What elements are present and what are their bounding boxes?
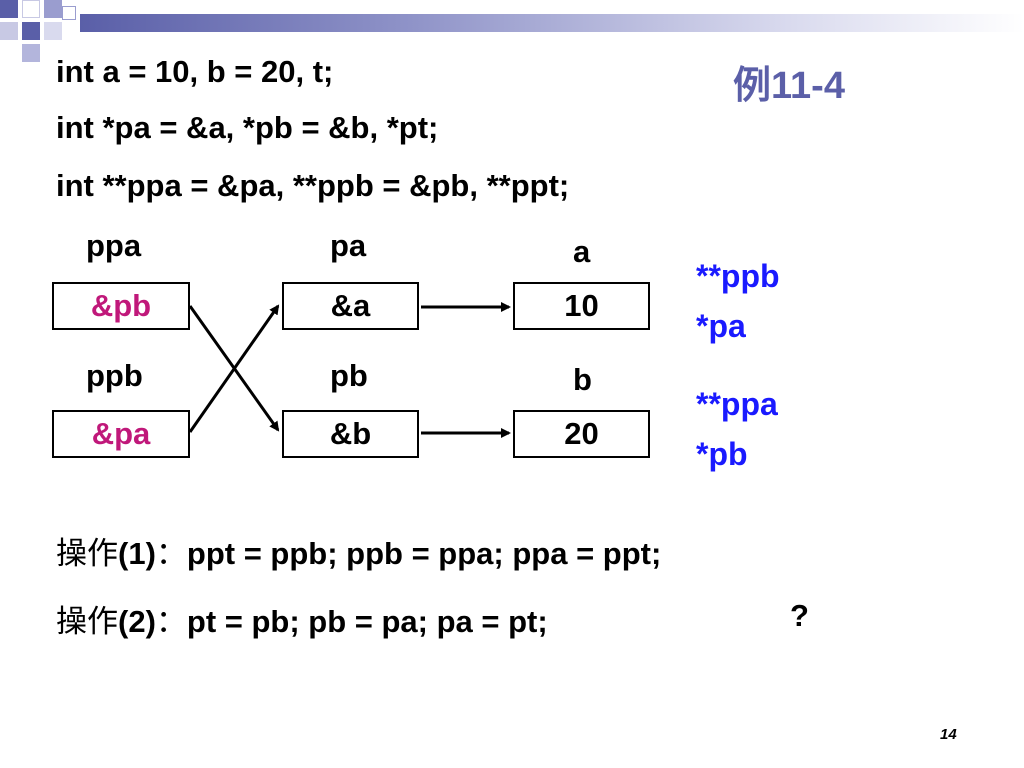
note-bottom-line-1: **ppa: [696, 386, 778, 422]
note-bottom-line-2: *pb: [696, 436, 748, 472]
page-number: 14: [940, 726, 957, 743]
operation-1-num: (1): [118, 536, 156, 571]
label-a: a: [573, 234, 591, 269]
box-a-value: 10: [513, 282, 650, 330]
operation-2: 操作(2)：pt = pb; pb = pa; pa = pt;: [56, 596, 548, 641]
code-line-3: int **ppa = &pa, **ppb = &pb, **ppt;: [56, 168, 570, 203]
code-line-1: int a = 10, b = 20, t;: [56, 54, 334, 89]
label-pb: pb: [330, 358, 368, 393]
box-pa-value: &a: [282, 282, 419, 330]
operation-1-prefix: 操作: [56, 536, 118, 572]
arrow-ppb-to-pa: [188, 304, 280, 433]
slide-title: 例11-4: [733, 65, 845, 107]
box-b-value: 20: [513, 410, 650, 458]
operation-2-prefix: 操作: [56, 604, 118, 640]
gradient-title-bar: [80, 14, 1024, 32]
note-top-line-2: *pa: [696, 308, 746, 344]
operation-2-num: (2): [118, 604, 156, 639]
code-line-2: int *pa = &a, *pb = &b, *pt;: [56, 110, 439, 145]
label-pa: pa: [330, 228, 367, 263]
box-ppb-value: &pa: [52, 410, 190, 458]
operation-1-colon: ：: [155, 536, 187, 572]
box-pb-value: &b: [282, 410, 419, 458]
operation-2-code: pt = pb; pb = pa; pa = pt;: [186, 604, 548, 639]
box-ppa-value: &pb: [52, 282, 190, 330]
operation-1-code: ppt = ppb; ppb = ppa; ppa = ppt;: [186, 536, 662, 571]
note-top-line-1: **ppb: [696, 258, 780, 294]
operation-1: 操作(1)：ppt = ppb; ppb = ppa; ppa = ppt;: [56, 528, 661, 573]
label-b: b: [573, 362, 592, 397]
operation-2-colon: ：: [155, 604, 187, 640]
label-ppa: ppa: [86, 228, 142, 263]
question-mark: ?: [790, 598, 809, 633]
label-ppb: ppb: [86, 358, 143, 393]
